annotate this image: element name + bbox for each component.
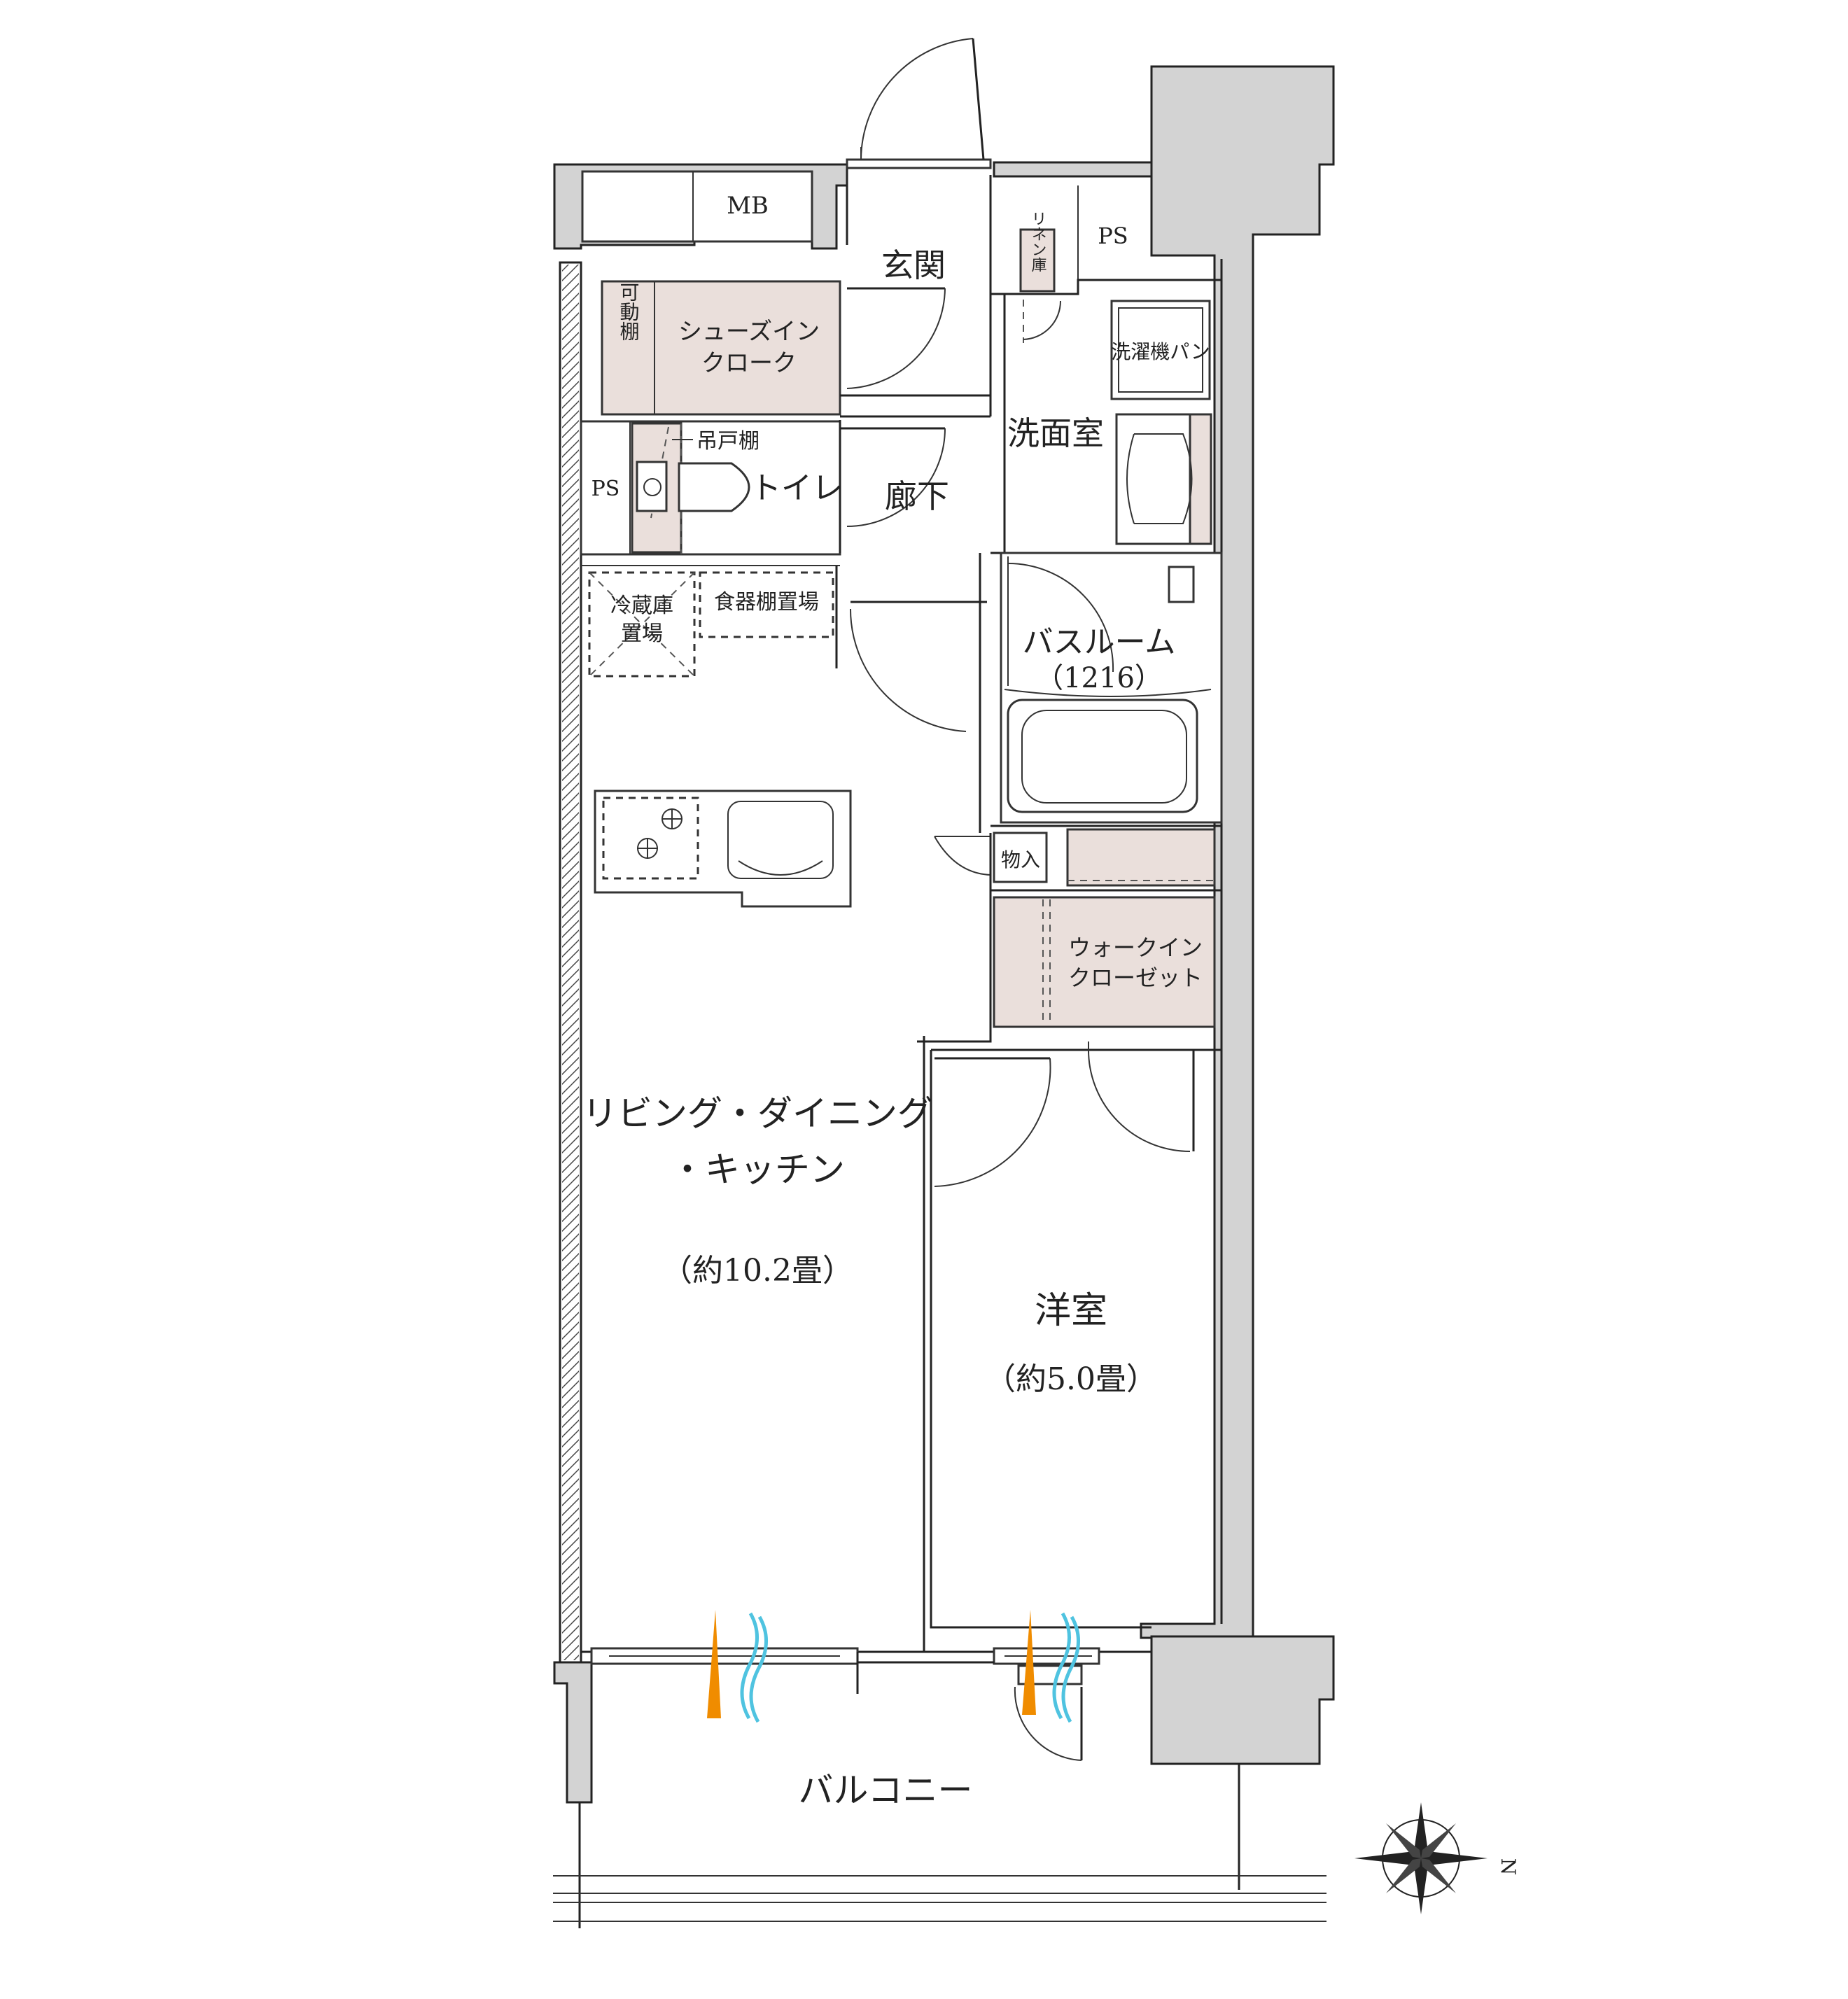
toilet-area: PS 吊戸棚 トイレ — [580, 420, 843, 556]
washer-pan-label: 洗濯機パン — [1111, 340, 1210, 363]
walk-in-label-1: ウォークイン — [1068, 934, 1203, 961]
kitchen-counter — [594, 790, 852, 908]
airflow-ldk — [707, 1610, 768, 1723]
linen-closet: リネン庫 — [1019, 211, 1056, 293]
compass-icon — [1354, 1802, 1488, 1914]
hallway-doors: 廊下 — [839, 420, 949, 553]
ps-left-label: PS — [592, 477, 620, 501]
shoe-closet-label-1: シューズイン — [678, 318, 820, 346]
ldk-label-2: ・キッチン — [670, 1149, 845, 1190]
shoe-closet: 可動棚 シューズイン クローク — [601, 280, 841, 416]
interior-outline — [580, 175, 1223, 1653]
kitchen-storage: 冷蔵庫 置場 食器棚置場 — [581, 565, 840, 678]
hanging-cabinet-label: 吊戸棚 — [696, 429, 760, 454]
balcony: バルコニー — [553, 1764, 1326, 1928]
storage-closets: 物入 ウォークイン クローゼット — [934, 825, 1222, 1028]
bathroom-size: （1216） — [1035, 662, 1163, 694]
windows — [590, 1647, 1100, 1761]
bathroom-label: バスルーム — [1023, 624, 1176, 660]
movable-shelf-label: 可動棚 — [617, 282, 640, 341]
washer-pan: 洗濯機パン — [1110, 300, 1211, 400]
exterior-wall-hatch — [562, 265, 579, 1660]
toilet-label: トイレ — [750, 470, 843, 506]
bathroom: バスルーム （1216） — [1000, 552, 1223, 824]
entrance-inner-door — [840, 287, 990, 418]
linen-label: リネン庫 — [1029, 211, 1047, 272]
entrance-label: 玄関 — [881, 246, 946, 284]
fridge-label-2: 置場 — [621, 622, 663, 646]
washroom-label: 洗面室 — [1007, 414, 1104, 452]
shoe-closet-label-2: クローク — [701, 349, 797, 377]
entrance-door — [846, 38, 992, 169]
walk-in-label-2: クローゼット — [1068, 965, 1203, 991]
ldk-size: （約10.2畳） — [662, 1253, 853, 1289]
hallway-label: 廊下 — [885, 477, 949, 515]
ldk-label-1: リビング・ダイニング — [582, 1093, 932, 1134]
dish-shelf-label: 食器棚置場 — [714, 590, 819, 615]
mb-label: MB — [727, 192, 769, 220]
compass-north-label: N — [1497, 1858, 1520, 1876]
storage-small-label: 物入 — [1001, 848, 1040, 871]
western-label: 洋室 — [1035, 1290, 1107, 1332]
ldk-door — [849, 553, 987, 833]
balcony-label: バルコニー — [799, 1770, 973, 1811]
airflow-western — [1022, 1610, 1080, 1723]
washbasin — [1115, 413, 1212, 545]
fridge-label-1: 冷蔵庫 — [610, 594, 673, 618]
mb-closet: MB — [581, 170, 813, 243]
ps-top-label: PS — [1098, 223, 1128, 249]
western-size: （約5.0畳） — [985, 1361, 1157, 1397]
